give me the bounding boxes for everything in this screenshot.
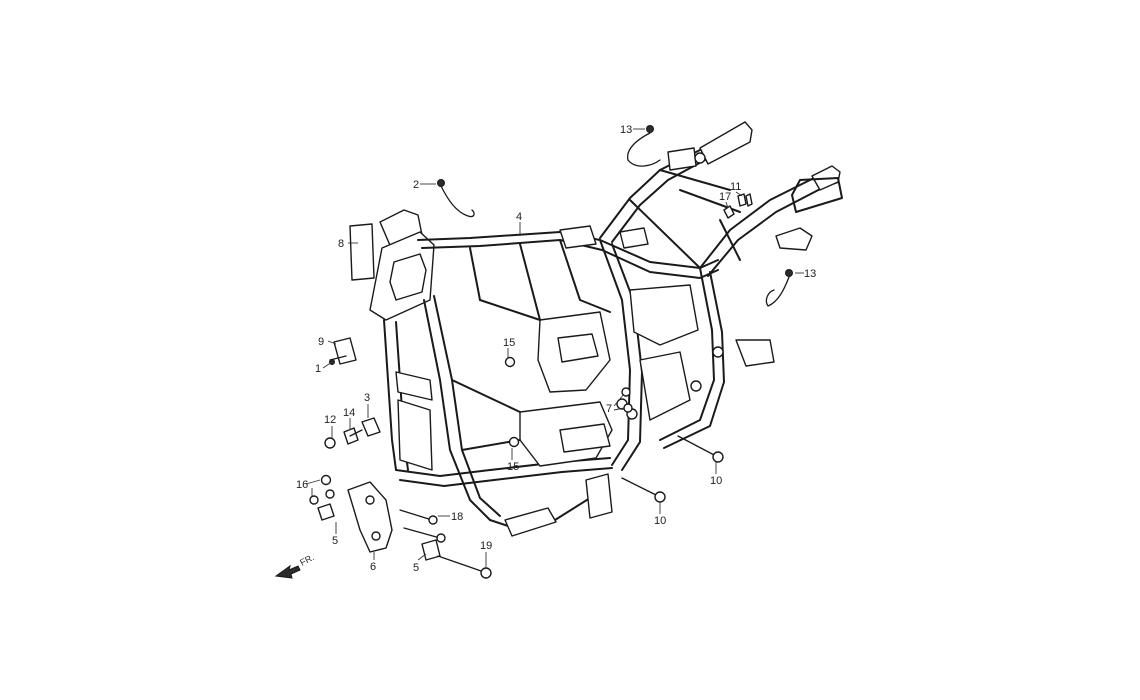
callout-5-left: 5 (332, 535, 338, 547)
callout-labels: 2 13 13 4 8 9 1 3 14 12 16 5 6 5 18 19 1… (296, 124, 816, 574)
callout-3: 3 (364, 392, 370, 404)
bolt-10-upper-part (677, 435, 724, 463)
nut-12-part (324, 437, 336, 449)
callout-7: 7 (606, 403, 612, 415)
nut-15-upper-part (504, 356, 516, 368)
callout-17: 17 (719, 191, 731, 203)
callout-1: 1 (315, 363, 321, 375)
bolt-14-part (343, 427, 363, 445)
leader-lines (305, 128, 804, 568)
clip-17-part (723, 205, 735, 219)
bolt-10-lower-part (621, 477, 666, 503)
callout-5-right: 5 (413, 562, 419, 574)
grommet-7-part (621, 387, 633, 413)
callout-10-upper: 10 (710, 475, 722, 487)
callout-11: 11 (730, 181, 741, 193)
rubber-mount-left-part (317, 503, 335, 521)
front-engine-bracket-part (347, 481, 393, 553)
nut-washer-16-part (309, 474, 335, 505)
callout-2: 2 (413, 179, 419, 191)
emblem-strip-part (349, 223, 375, 281)
rubber-mount-right-part (421, 539, 441, 561)
callout-15-lower: 15 (507, 461, 519, 473)
bolt-18-part (399, 509, 446, 543)
callout-12: 12 (324, 414, 336, 426)
callout-15-upper: 15 (503, 337, 515, 349)
callout-8: 8 (338, 238, 344, 250)
callout-18: 18 (451, 511, 463, 523)
harness-clamp-part (437, 179, 475, 218)
front-direction-arrow: FR. (274, 552, 316, 579)
clip-11-part (737, 193, 753, 207)
callout-10-lower: 10 (654, 515, 666, 527)
bolt-19-part (437, 555, 492, 579)
cable-clamp-right-part (765, 269, 793, 307)
callout-6: 6 (370, 561, 376, 573)
collar-part (361, 417, 381, 437)
callout-14: 14 (343, 407, 355, 419)
front-direction-label: FR. (298, 552, 315, 568)
callout-13-upper: 13 (620, 124, 632, 136)
callout-19: 19 (480, 540, 492, 552)
nut-15-lower-part (508, 436, 520, 448)
frame-body (369, 121, 843, 537)
callout-9: 9 (318, 336, 324, 348)
plate-bracket-part (329, 337, 357, 365)
callout-4: 4 (516, 211, 522, 223)
callout-16: 16 (296, 479, 308, 491)
cable-clamp-upper-part (627, 125, 661, 167)
callout-13-right: 13 (804, 268, 816, 280)
